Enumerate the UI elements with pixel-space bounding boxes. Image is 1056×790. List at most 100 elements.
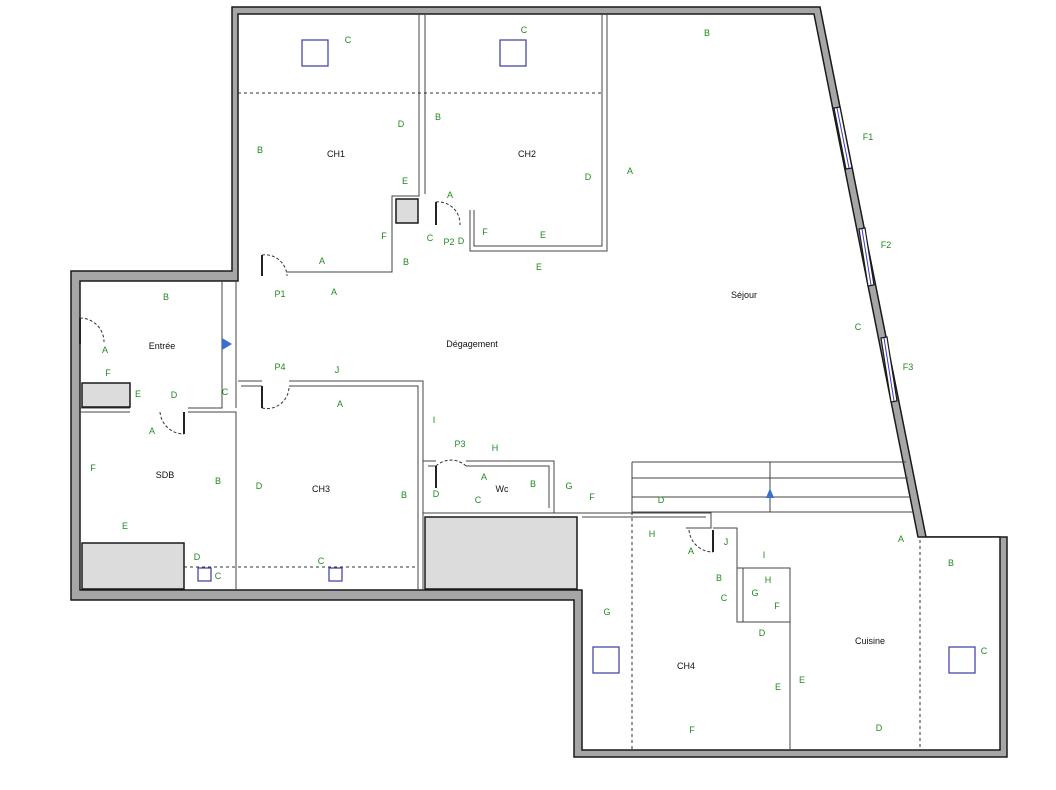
wall-label: D [759,628,766,638]
room-ch3: CH3 [312,484,330,494]
wall-label: F [589,492,595,502]
vent-cuisine [948,646,976,674]
wall-label: B [401,490,407,500]
wall-label: F [774,601,780,611]
door-p1 [261,254,288,277]
shaft [424,516,578,590]
wall-label: D [876,723,883,733]
wall-label: C [721,593,728,603]
wall-label: E [775,682,781,692]
door-label-p2: P2 [443,237,454,247]
wall-label: A [149,426,155,436]
ch2-wall-inner [473,14,603,247]
wall-label: D [398,119,405,129]
living-area-floor [79,13,1001,751]
door-sdb [159,411,185,435]
wall-label: I [433,415,436,425]
wall-label: H [765,575,772,585]
door-label-p3: P3 [454,439,465,449]
room-ch2: CH2 [518,149,536,159]
door-p2 [435,201,461,226]
room-sdb: SDB [156,470,175,480]
wall-label: B [163,292,169,302]
door-p4 [261,385,290,410]
wall-label: C [318,556,325,566]
wall-label: B [530,479,536,489]
ch4-top-wall [554,512,791,750]
room-degagement: Dégagement [446,339,498,349]
room-wc: Wc [496,484,509,494]
wall-label: B [403,257,409,267]
wall-label: D [658,495,665,505]
wall-label: A [331,287,337,297]
wall-label: G [603,607,610,617]
wall-label: A [627,166,633,176]
wall-label: B [704,28,710,38]
wall-label: F [105,368,111,378]
vent-ch1 [301,39,329,67]
wall-label: F [381,231,387,241]
arrow-icon [222,338,232,350]
wall-label: C [215,571,222,581]
wall-label: D [171,390,178,400]
ch1-wall [287,14,420,273]
ch1-closet [395,198,419,224]
wall-label: D [585,172,592,182]
wall-label: J [335,365,340,375]
window-label-f3: F3 [903,362,914,372]
door-ch4 [688,529,714,553]
wall-label: D [256,481,263,491]
wall-label: E [135,389,141,399]
ch2-wall [424,14,608,252]
wall-label: I [763,550,766,560]
wc-wall [423,460,555,514]
wall-label: B [435,112,441,122]
wall-label: A [102,345,108,355]
wall-label: B [257,145,263,155]
wall-label: D [458,236,465,246]
door-label-p1: P1 [274,289,285,299]
room-ch1: CH1 [327,149,345,159]
room-entree: Entrée [149,341,176,351]
wall-label: A [337,399,343,409]
wall-label: A [447,190,453,200]
wall-label: E [799,675,805,685]
vent-ch2 [499,39,527,67]
wall-label: F [482,227,488,237]
wall-label: G [565,481,572,491]
wall-label: C [981,646,988,656]
wall-label: J [724,537,729,547]
wall-label: B [948,558,954,568]
entree-partition [80,281,237,409]
entree-closet [81,382,131,408]
wall-label: A [898,534,904,544]
wall-label: D [433,489,440,499]
wall-label: E [540,230,546,240]
ch3-wall [238,380,424,590]
wall-label: E [122,521,128,531]
wall-label: F [689,725,695,735]
wall-label: E [536,262,542,272]
wall-label: C [855,322,862,332]
wall-label: D [194,552,201,562]
sdb-slab [81,542,185,590]
window-f3 [880,336,898,403]
wall-label: F [90,463,96,473]
window-f2 [858,227,875,287]
door-entree [79,317,105,344]
wall-label: C [521,25,528,35]
wall-label: H [492,443,499,453]
wall-label: B [215,476,221,486]
window-label-f1: F1 [863,132,874,142]
sdb-wall [80,411,237,590]
window-label-f2: F2 [881,240,892,250]
vent-sdb [197,567,212,582]
room-sejour: Séjour [731,290,757,300]
wall-label: A [688,546,694,556]
door-label-p4: P4 [274,362,285,372]
wall-label: E [402,176,408,186]
vent-ch4 [592,646,620,674]
vent-ch3 [328,567,343,582]
wall-label: C [427,233,434,243]
